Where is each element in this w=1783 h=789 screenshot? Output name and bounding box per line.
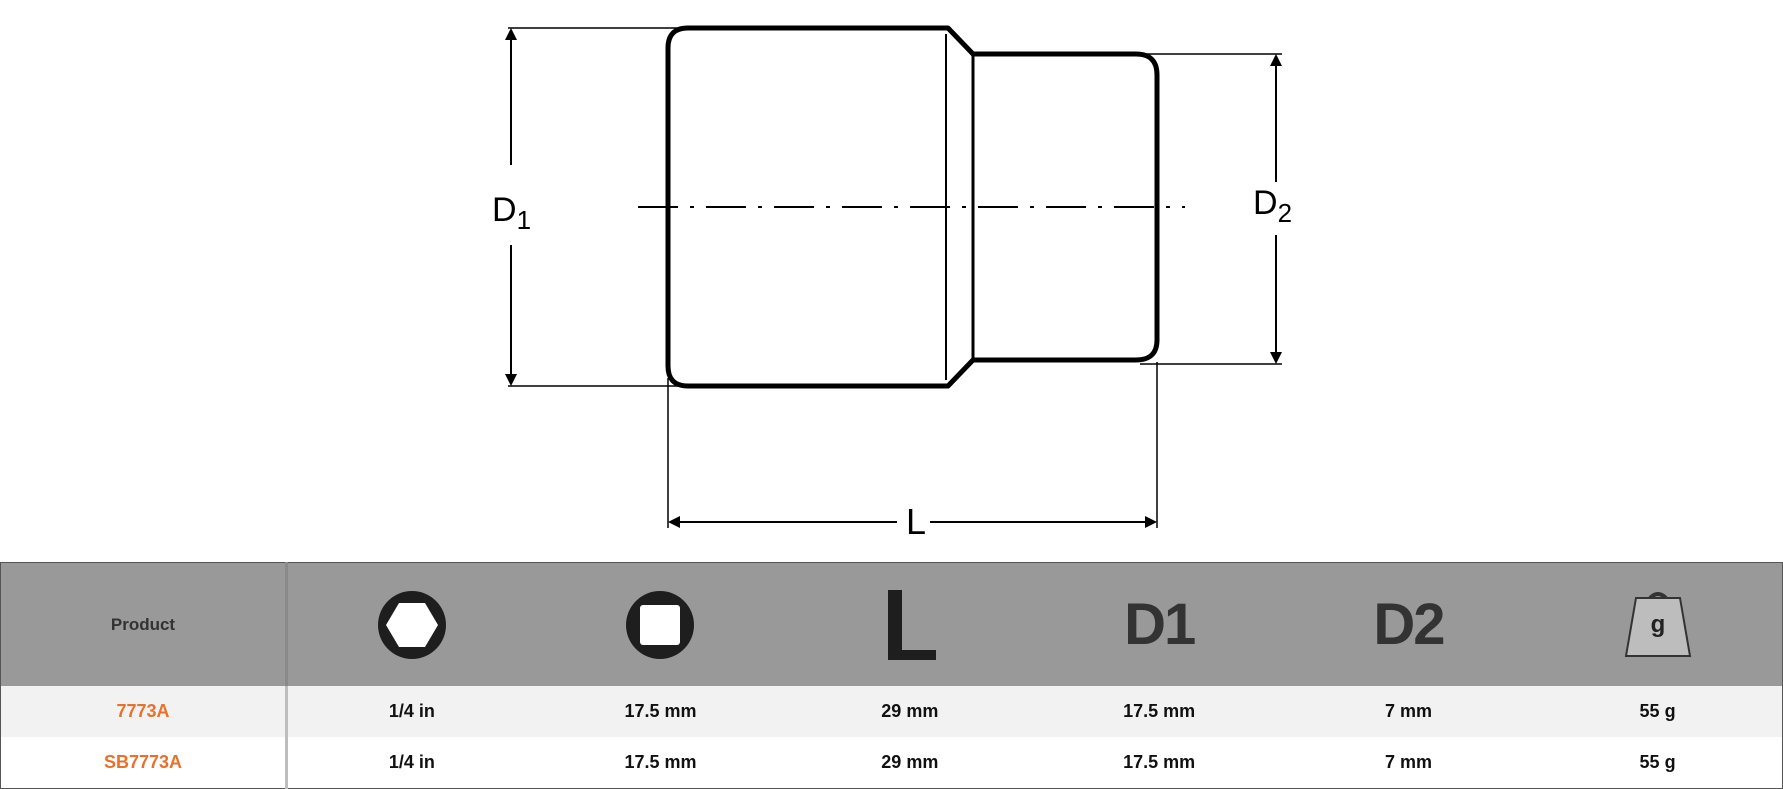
square-column-header bbox=[535, 562, 786, 686]
socket-technical-drawing: D1 D2 L bbox=[492, 25, 1292, 542]
d2-column-header: D2 bbox=[1283, 562, 1534, 686]
d1-value: 17.5 mm bbox=[1034, 736, 1284, 789]
socket-outline bbox=[665, 25, 1160, 389]
weight-column-header: g bbox=[1533, 562, 1783, 686]
weight-value: 55 g bbox=[1533, 736, 1783, 789]
product-link[interactable]: SB7773A bbox=[0, 736, 288, 789]
square-value: 17.5 mm bbox=[535, 686, 786, 737]
hex-column-header bbox=[286, 562, 536, 686]
specifications-table: Product D1 D bbox=[0, 562, 1783, 789]
square-value: 17.5 mm bbox=[535, 736, 786, 789]
weight-icon-label: g bbox=[1650, 611, 1665, 638]
d1-value: 17.5 mm bbox=[1034, 686, 1284, 737]
table-header-row: Product D1 D bbox=[0, 562, 1783, 686]
l-label: L bbox=[906, 501, 926, 542]
hex-value: 1/4 in bbox=[286, 686, 536, 737]
weight-icon: g bbox=[1624, 591, 1691, 657]
d2-value: 7 mm bbox=[1283, 686, 1534, 737]
diameter-d1-icon: D1 bbox=[1124, 592, 1196, 657]
table-row: SB7773A 1/4 in 17.5 mm 29 mm 17.5 mm 7 m… bbox=[0, 736, 1783, 789]
weight-value: 55 g bbox=[1533, 686, 1783, 737]
table-row: 7773A 1/4 in 17.5 mm 29 mm 17.5 mm 7 mm … bbox=[0, 686, 1783, 737]
hexagon-drive-icon bbox=[377, 590, 446, 659]
d2-label: D2 bbox=[1253, 184, 1292, 228]
square-drive-icon bbox=[626, 590, 695, 659]
diameter-d2-icon: D2 bbox=[1373, 592, 1445, 657]
d1-column-header: D1 bbox=[1034, 562, 1284, 686]
product-column-header: Product bbox=[0, 562, 288, 686]
length-column-header bbox=[785, 562, 1035, 686]
hex-value: 1/4 in bbox=[286, 736, 536, 789]
length-value: 29 mm bbox=[785, 736, 1035, 789]
d2-value: 7 mm bbox=[1283, 736, 1534, 789]
length-value: 29 mm bbox=[785, 686, 1035, 737]
length-l-icon bbox=[887, 589, 936, 660]
d1-label: D1 bbox=[492, 191, 531, 235]
product-link[interactable]: 7773A bbox=[0, 686, 288, 737]
